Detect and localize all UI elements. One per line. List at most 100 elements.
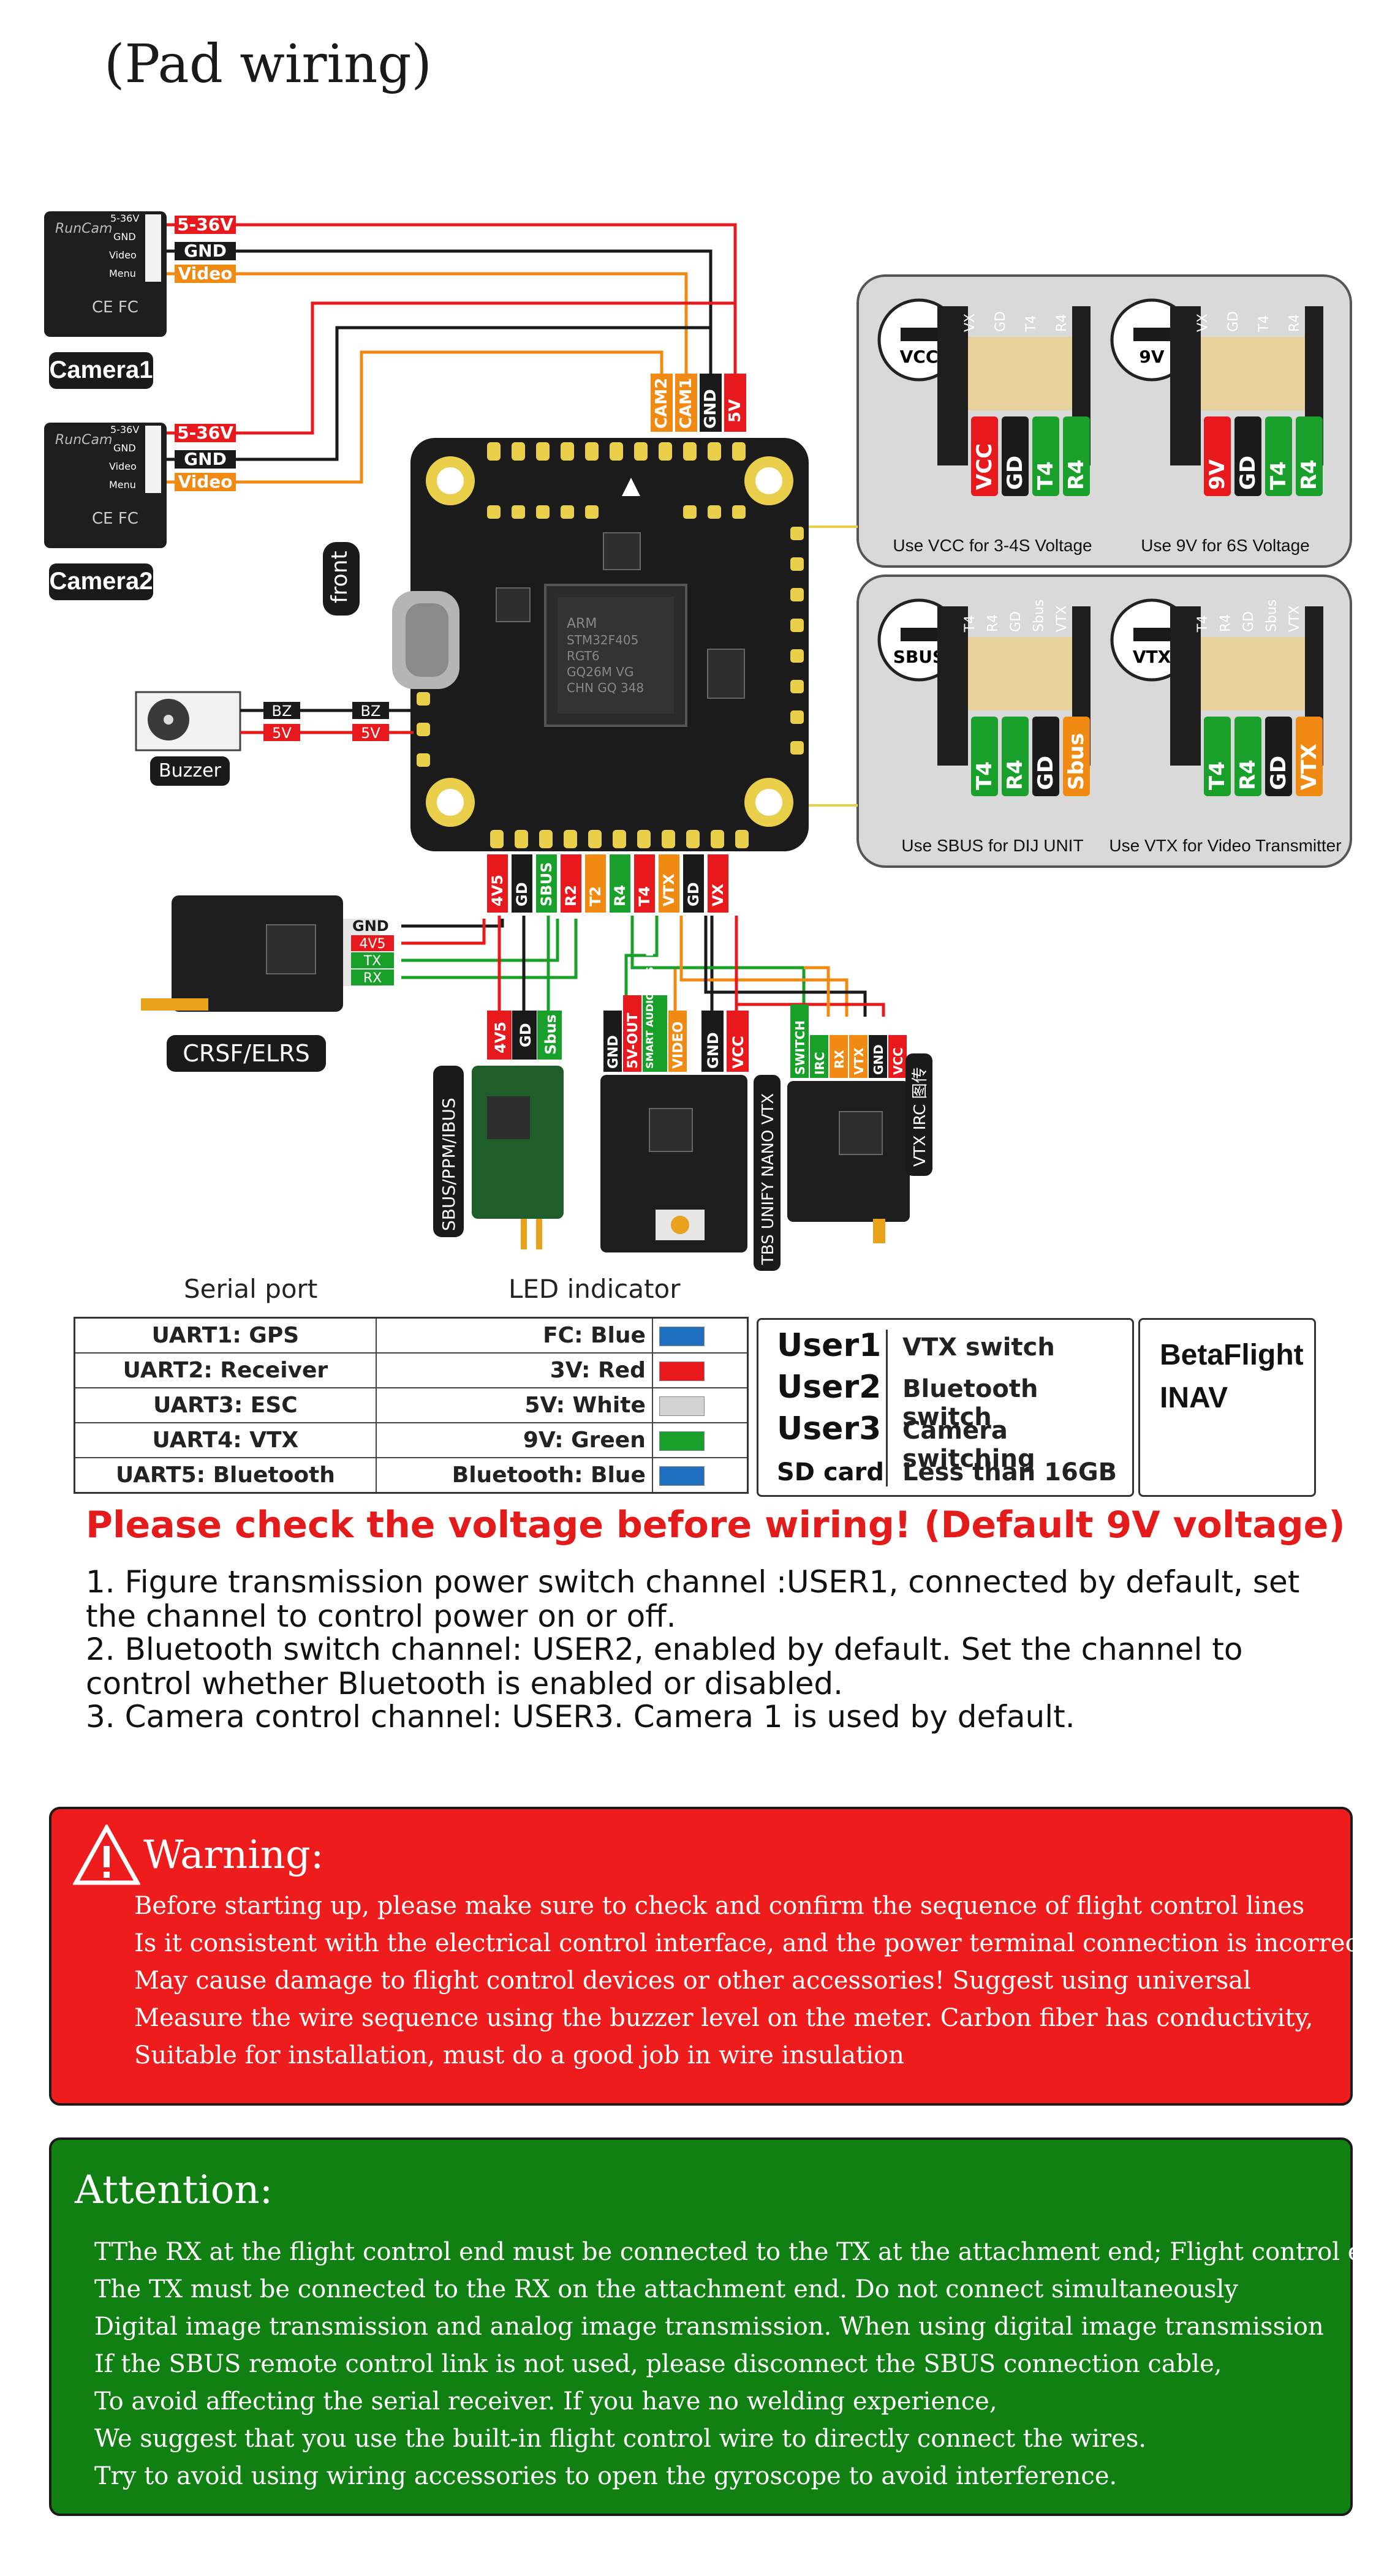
cam2-video-label: Video [178, 472, 232, 492]
option-top-pin: T4 [962, 616, 978, 633]
user-value: Bluetooth switch [902, 1375, 1038, 1431]
option-pin-label: T4 [1034, 461, 1058, 490]
camera1-brand: RunCam [55, 221, 112, 236]
svg-text:CE FC: CE FC [92, 510, 138, 528]
swatch-cell [651, 1317, 749, 1354]
chip-line-5: CHN GQ 348 [567, 680, 644, 695]
fc-bottom-pad-text: SBUS [538, 862, 555, 906]
warning-line: May cause damage to flight control devic… [134, 1967, 1251, 1995]
option-pad [962, 337, 1078, 410]
serial-port-cell: UART5: Bluetooth [74, 1457, 377, 1494]
attention-line: The TX must be connected to the RX on th… [94, 2275, 1238, 2303]
wiring-diagram: 5-36V GND Video 5-36V GND Video RunCam 5… [44, 211, 1352, 1271]
option-top-pin: VX [1195, 314, 1211, 332]
firmware-inav: INAV [1160, 1382, 1228, 1414]
option-top-pin: VTX [1287, 605, 1302, 632]
cam1-gnd-label: GND [184, 241, 227, 261]
buzzer-wire-5v-2: 5V [361, 725, 380, 742]
warning-box: Warning: Before starting up, please make… [49, 1807, 1369, 2106]
fc-bottom-pad-text: 4V5 [489, 875, 506, 906]
svg-text:CE FC: CE FC [92, 298, 138, 317]
led-cell: 5V: White [375, 1387, 653, 1423]
sbus-pin-gd: GD [517, 1023, 534, 1047]
swatch-cell [651, 1387, 749, 1423]
user-row: User2 Bluetooth switch [758, 1368, 1132, 1431]
serial-port-cell: UART4: VTX [74, 1422, 377, 1458]
firmware-betaflight: BetaFlight [1160, 1339, 1304, 1371]
firmware-box: BetaFlight INAV [1138, 1318, 1316, 1497]
fc-top-label-cam2: CAM2 [652, 378, 671, 429]
swatch-cell [651, 1422, 749, 1458]
option-badge-label: 9V [1139, 347, 1164, 367]
option-pin [1002, 717, 1029, 796]
irc-vtx: SWITCH IRC RX VTX GND VCC VTX IRC 图传 [787, 1004, 932, 1243]
user-key: User1 [777, 1327, 882, 1364]
option-pin-label: T4 [1266, 461, 1291, 490]
fc-bottom-pad-text: VTX [660, 873, 678, 906]
camera2-label: Camera2 [49, 568, 153, 595]
option-top-pin: Sbus [1265, 600, 1280, 632]
option-top-pin: GD [1226, 311, 1241, 332]
crsf-receiver: GND 4V5 TX RX CRSF/ELRS [141, 895, 394, 1072]
option-badge-label: VCC [900, 347, 939, 367]
user-value: VTX switch [902, 1333, 1055, 1361]
option-pin-label: R4 [1064, 459, 1089, 490]
option-pin [971, 717, 998, 796]
fc-top-label-5v: 5V [726, 399, 744, 423]
option-pin-label: R4 [1003, 759, 1027, 790]
fc-bottom-pad-label [708, 854, 728, 913]
user-key: User2 [777, 1369, 882, 1406]
user-key: User3 [777, 1410, 882, 1447]
option-pin-label: VCC [972, 443, 997, 490]
crsf-label: CRSF/ELRS [183, 1040, 309, 1067]
chip-line-4: GQ26M VG [567, 665, 633, 679]
option-pin-label: 9V [1205, 459, 1230, 490]
option-top-pin: R4 [986, 614, 1001, 632]
sbus-pin-4v5: 4V5 [492, 1022, 509, 1053]
switch-icon [901, 628, 937, 641]
option-pin [1234, 416, 1261, 496]
option-badge-label: SBUS [893, 647, 945, 667]
option-top-pin: T4 [1257, 315, 1272, 333]
option-top-pin: VTX [1054, 605, 1070, 632]
option-pin [1204, 416, 1231, 496]
front-indicator: front [323, 542, 360, 616]
attention-line: Try to avoid using wiring accessories to… [94, 2462, 1117, 2490]
buzzer-label: Buzzer [159, 760, 222, 781]
option-top-pin: R4 [1287, 314, 1302, 332]
switch-icon [1133, 328, 1170, 341]
fc-bottom-pad-text: GD [513, 882, 531, 906]
option-pad [1195, 337, 1311, 410]
option-top-pin: VX [962, 314, 978, 332]
camera1: RunCam 5-36V GND Video Menu CE FC Camera… [44, 211, 167, 389]
option-top-pin: T4 [1195, 616, 1211, 633]
tbs-pin-vcc: VCC [730, 1036, 747, 1069]
fc-bottom-pad-text: R4 [611, 885, 629, 906]
chip-line-2: STM32F405 [567, 633, 638, 647]
led-cell: 9V: Green [375, 1422, 653, 1458]
option-pin [1296, 416, 1323, 496]
irc-label: VTX IRC 图传 [911, 1067, 929, 1167]
serial-port-cell: UART1: GPS [74, 1317, 377, 1354]
front-label: front [327, 551, 352, 603]
cam2-pin-1: 5-36V [110, 424, 139, 435]
buzzer-wire-bz-2: BZ [361, 702, 381, 720]
fc-top-label-gnd: GND [701, 389, 720, 429]
option-top-pin: GD [1008, 611, 1024, 632]
fc-bottom-pad-text: VX [709, 883, 727, 906]
note-2: 2. Bluetooth switch channel: USER2, enab… [86, 1632, 1243, 1701]
user-value: Camera switching [902, 1417, 1035, 1473]
chip-line-1: ARM [567, 616, 597, 631]
option-pad [962, 637, 1078, 710]
camera-wires [165, 223, 737, 484]
cam1-pin-3: Video [109, 249, 137, 261]
switch-icon [901, 328, 937, 341]
irc-pin-irc: IRC [812, 1052, 827, 1075]
led-color-swatch [659, 1361, 705, 1381]
fc-bottom-pad-text: T4 [636, 886, 653, 906]
